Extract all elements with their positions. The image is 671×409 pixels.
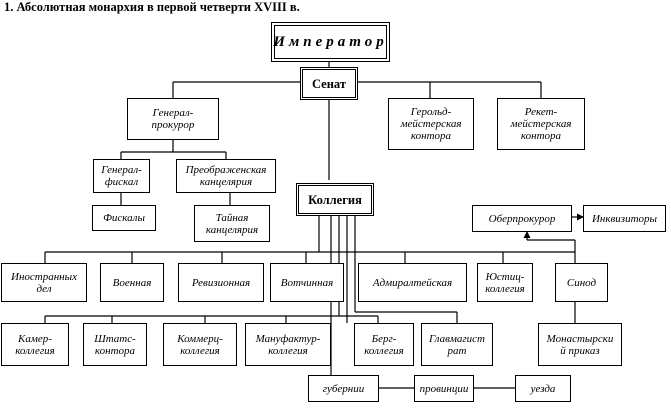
kommerc-box: Коммерц- коллегия [163,323,237,366]
inkvizitory-box: Инквизиторы [583,205,666,232]
berg-box: Берг- коллегия [354,323,414,366]
gubernii-box: губернии [308,375,379,402]
votchinnaya-box: Вотчинная [270,263,344,302]
tainaya-box: Тайная канцелярия [194,205,270,242]
inostrannyh-box: Иностранных дел [1,263,87,302]
glavmagistrat-box: Главмагист рат [421,323,493,366]
preobrazhenskaya-box: Преображенская канцелярия [176,159,276,193]
general-prokuror-box: Генерал- прокурор [127,98,219,140]
yustic-box: Юстиц- коллегия [477,263,533,302]
voennaya-box: Военная [100,263,164,302]
admiralteiskaya-box: Адмиралтейская [358,263,467,302]
revizionnaya-box: Ревизионная [178,263,264,302]
manufaktur-box: Мануфактур- коллегия [245,323,331,366]
emperor-box: Император [271,22,390,62]
monastyrsky-box: Монастырски й приказ [538,323,622,366]
senat-box: Сенат [300,67,358,100]
provincii-box: провинции [414,375,474,402]
shtats-box: Штатс- контора [83,323,147,366]
reket-box: Рекет- мейстерская контора [497,98,585,150]
sinod-box: Синод [555,263,608,302]
kamer-box: Камер- коллегия [1,323,69,366]
page-title: 1. Абсолютная монархия в первой четверти… [4,0,300,14]
fiskaly-box: Фискалы [92,205,156,231]
uezda-box: уезда [515,375,571,402]
gerold-box: Герольд- мейстерская контора [388,98,474,150]
oberprokuror-box: Оберпрокурор [472,205,572,232]
kollegiya-box: Коллегия [296,183,374,216]
general-fiskal-box: Генерал- фискал [93,159,150,193]
